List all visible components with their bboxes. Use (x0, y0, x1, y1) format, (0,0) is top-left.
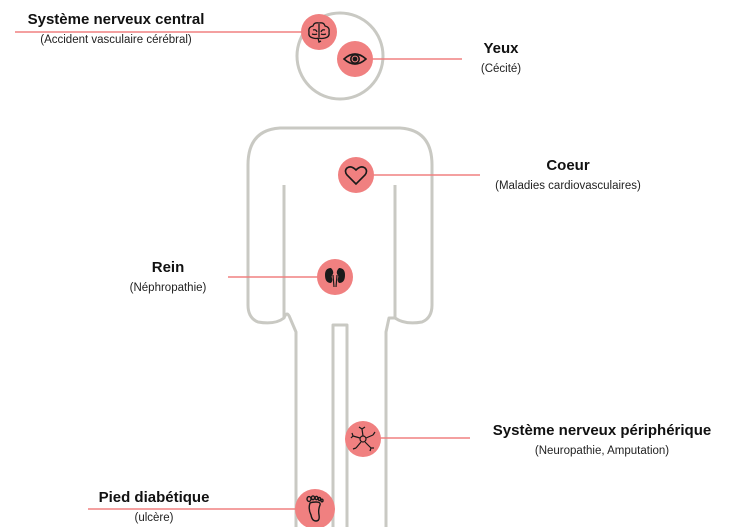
label-title: Système nerveux périphérique (468, 422, 736, 441)
label-pied: Pied diabétique (ulcère) (74, 489, 234, 525)
label-subtitle: (Neuropathie, Amputation) (468, 444, 736, 458)
foot-icon (304, 495, 326, 523)
eye-marker (337, 41, 373, 77)
label-subtitle: (Accident vasculaire cérébral) (0, 33, 232, 47)
label-coeur: Coeur (Maladies cardiovasculaires) (468, 157, 668, 193)
foot-marker (295, 489, 335, 527)
label-subtitle: (Maladies cardiovasculaires) (468, 179, 668, 193)
kidney-marker (317, 259, 353, 295)
label-rein: Rein (Néphropathie) (106, 259, 230, 295)
nerve-cell-icon (350, 426, 376, 452)
label-subtitle: (ulcère) (74, 511, 234, 525)
label-subtitle: (Néphropathie) (106, 281, 230, 295)
eye-icon (343, 51, 367, 67)
label-title: Yeux (461, 40, 541, 59)
label-subtitle: (Cécité) (461, 62, 541, 76)
label-snp: Système nerveux périphérique (Neuropathi… (468, 422, 736, 458)
brain-marker (301, 14, 337, 50)
label-snc: Système nerveux central (Accident vascul… (0, 11, 232, 47)
brain-icon (307, 21, 331, 43)
heart-marker (338, 157, 374, 193)
label-title: Coeur (468, 157, 668, 176)
leg-gap (333, 325, 347, 527)
kidneys-icon (322, 266, 348, 288)
label-title: Système nerveux central (0, 11, 232, 30)
torso-outline (248, 128, 432, 527)
label-title: Pied diabétique (74, 489, 234, 508)
label-yeux: Yeux (Cécité) (461, 40, 541, 76)
heart-icon (344, 164, 368, 186)
label-title: Rein (106, 259, 230, 278)
nerve-marker (345, 421, 381, 457)
